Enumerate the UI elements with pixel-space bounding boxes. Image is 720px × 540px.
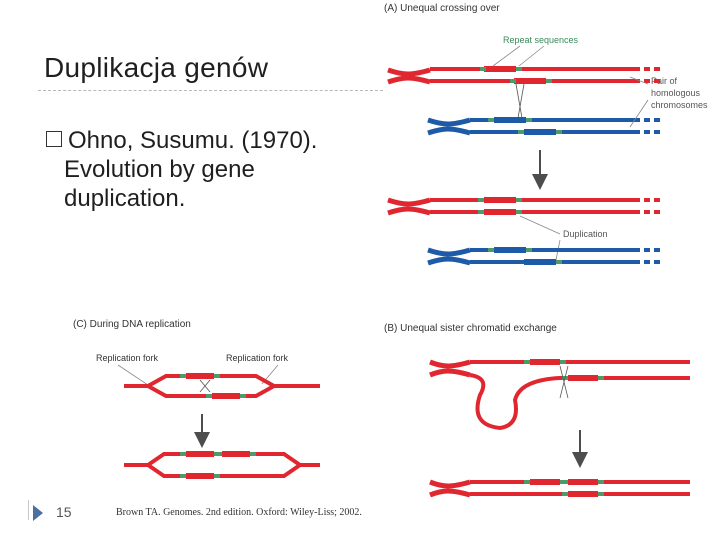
panel-a-red-chromosome-pair [387, 66, 660, 85]
title-divider [38, 90, 383, 91]
panel-a-title: (A) Unequal crossing over [384, 3, 500, 14]
panel-a-red-after [387, 197, 660, 216]
panel-b-sister-chromatids [429, 359, 690, 431]
bullet-item: Ohno, Susumu. (1970). Evolution by gene … [46, 126, 376, 213]
footer-divider [28, 500, 35, 520]
duplication-label: Duplication [563, 229, 608, 239]
bullet-line-2: Evolution by gene [64, 156, 255, 183]
slide-title: Duplikacja genów [44, 52, 269, 83]
panel-b-title: (B) Unequal sister chromatid exchange [384, 323, 557, 334]
replication-fork-left-label: Replication fork [96, 353, 159, 363]
pair-label-3: chromosomes [651, 100, 708, 110]
repeat-sequences-label: Repeat sequences [503, 35, 579, 45]
bullet-line-1: Ohno, Susumu. (1970). [68, 127, 318, 154]
slide-number: 15 [56, 504, 72, 520]
bullet-line-3: duplication. [64, 185, 186, 212]
pair-label-1: Pair of [651, 76, 678, 86]
pair-label-2: homologous [651, 88, 701, 98]
citation: Brown TA. Genomes. 2nd edition. Oxford: … [116, 507, 362, 518]
panel-c-after [124, 451, 320, 479]
panel-b-after [429, 479, 690, 498]
panel-c-title: (C) During DNA replication [73, 319, 191, 330]
replication-fork-right-label: Replication fork [226, 353, 289, 363]
panel-c-replication-bubble [124, 373, 320, 399]
bullet-box-icon [46, 131, 62, 147]
slide-number-arrow-icon [33, 505, 43, 521]
panel-a-blue-after [427, 247, 660, 266]
panel-a-blue-chromosome-pair [427, 117, 660, 136]
